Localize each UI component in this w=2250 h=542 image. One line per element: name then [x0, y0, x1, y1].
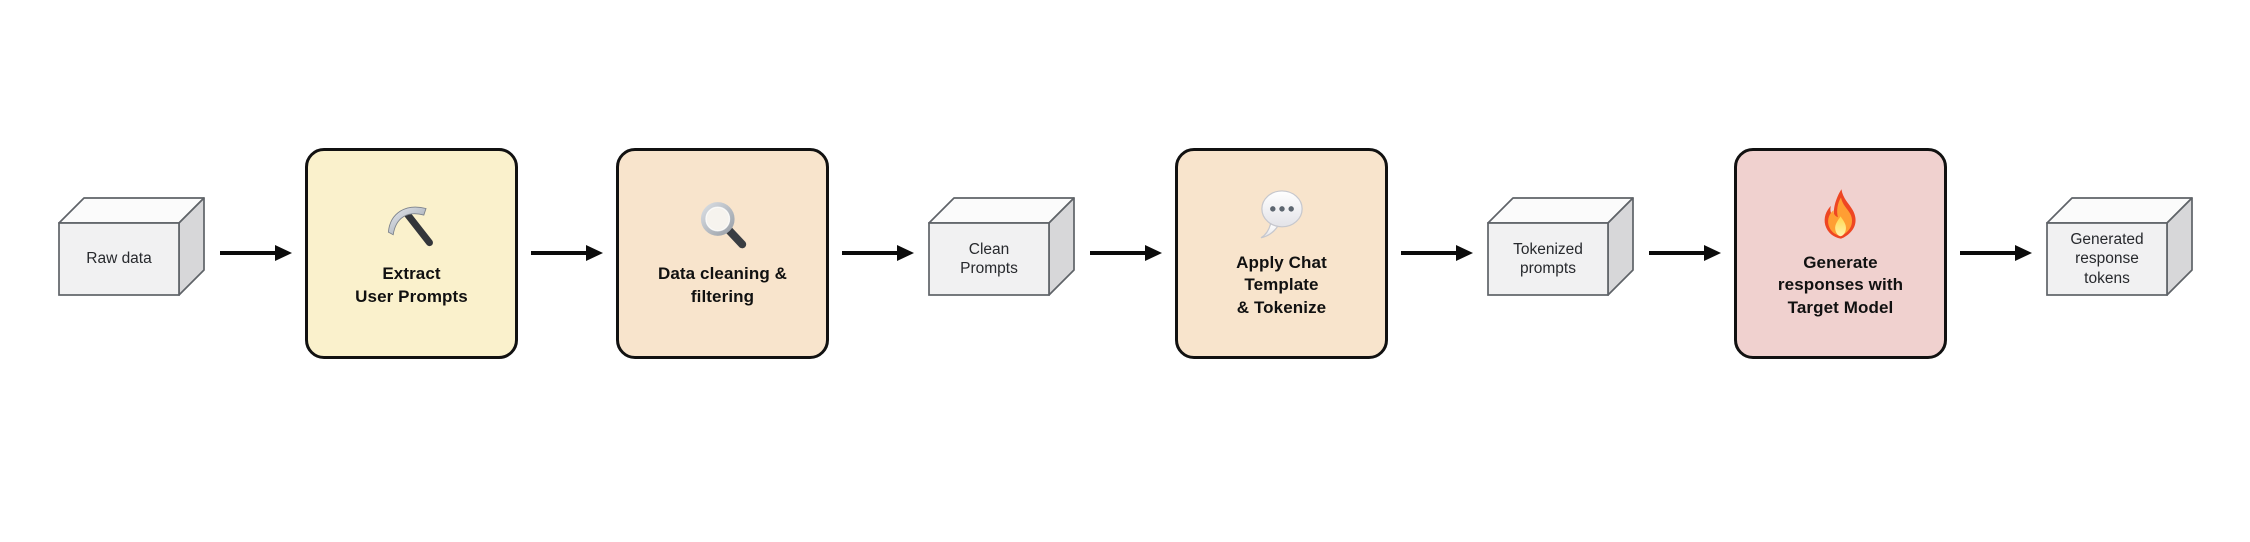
cube-shape-icon — [2046, 197, 2193, 296]
arrow-icon — [531, 245, 603, 261]
data-cube-raw-data: Raw data — [57, 195, 207, 297]
flow-arrow — [1649, 243, 1721, 263]
flow-arrow — [842, 243, 914, 263]
cube-shape-icon — [928, 197, 1075, 296]
arrow-icon — [842, 245, 914, 261]
data-cube-tokenized-prompts: Tokenized prompts — [1486, 195, 1636, 297]
flow-arrow — [220, 243, 292, 263]
cube-label: Tokenized prompts — [1513, 240, 1583, 277]
magnifying-glass-icon — [695, 198, 751, 254]
arrow-icon — [1649, 245, 1721, 261]
cube-label: Clean Prompts — [960, 240, 1018, 277]
cube-label: Raw data — [86, 250, 152, 268]
pickaxe-icon — [384, 198, 440, 254]
cube-label: Generated response tokens — [2070, 230, 2144, 287]
cube-shape-icon — [1487, 197, 1634, 296]
flow-arrow — [1960, 243, 2032, 263]
process-label: Apply Chat Template & Tokenize — [1236, 252, 1327, 317]
arrow-icon — [1960, 245, 2032, 261]
process-generate-responses: Generate responses with Target Model — [1734, 147, 1947, 359]
flow-arrow — [1401, 243, 1473, 263]
data-cube-generated-response-tokens: Generated response tokens — [2045, 195, 2195, 297]
process-data-cleaning-filtering: Data cleaning & filtering — [616, 147, 829, 359]
process-apply-chat-template: Apply Chat Template & Tokenize — [1175, 147, 1388, 359]
cube-shape-icon — [58, 197, 205, 296]
arrow-icon — [1401, 245, 1473, 261]
pipeline-flow-row: Raw data Extr — [57, 147, 2195, 359]
flow-arrow — [531, 243, 603, 263]
process-label: Data cleaning & filtering — [657, 264, 788, 306]
fire-icon — [1813, 187, 1869, 243]
process-label: Generate responses with Target Model — [1777, 252, 1904, 317]
data-cube-clean-prompts: Clean Prompts — [927, 195, 1077, 297]
arrow-icon — [1090, 245, 1162, 261]
arrow-icon — [220, 245, 292, 261]
flow-arrow — [1090, 243, 1162, 263]
speech-bubble-icon — [1254, 187, 1310, 243]
process-label: Extract User Prompts — [355, 264, 468, 306]
process-extract-user-prompts: Extract User Prompts — [305, 147, 518, 359]
